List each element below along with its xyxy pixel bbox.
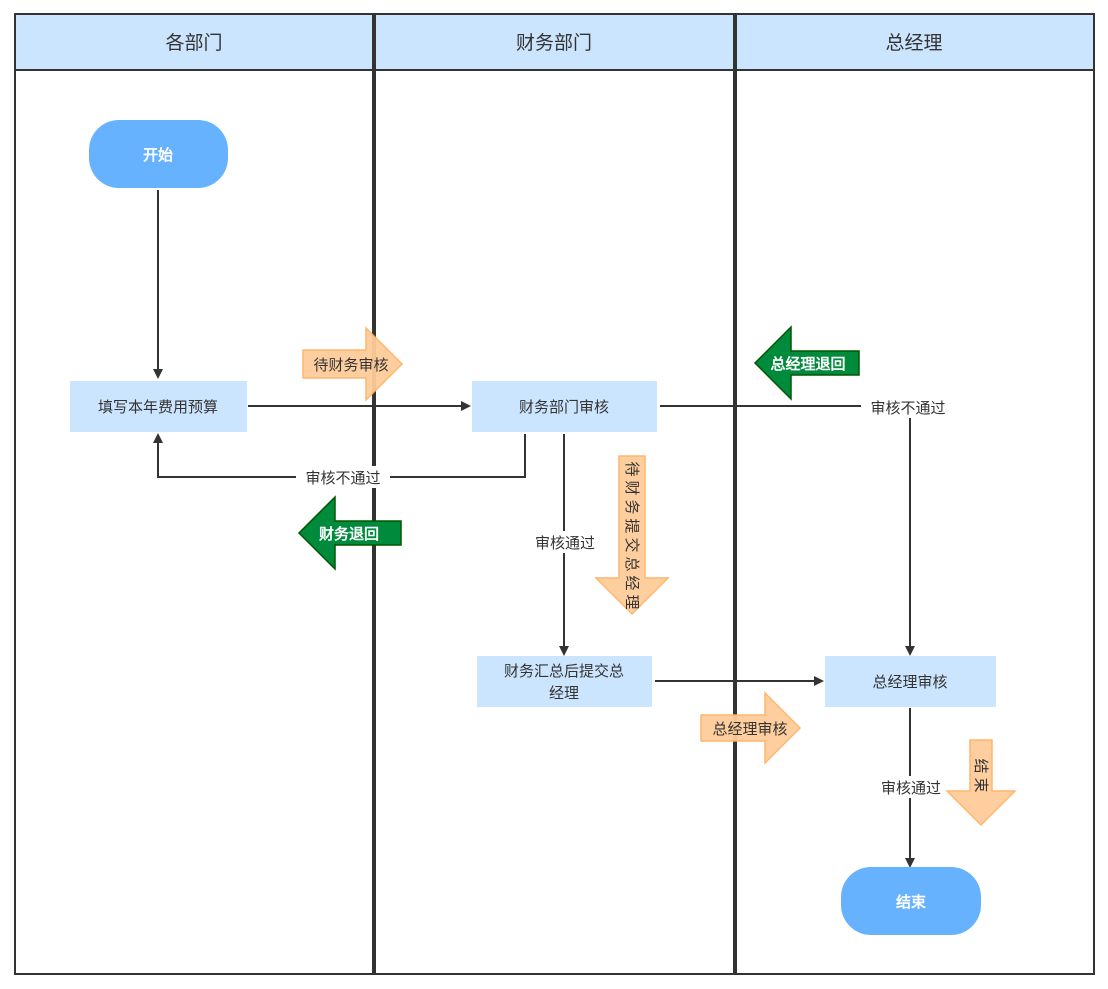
status-arrow-gm-returned: 总经理退回 (753, 325, 860, 401)
node-start-label: 开始 (143, 146, 173, 164)
node-finance-submit-label-line1: 财务汇总后提交总 (504, 662, 624, 680)
node-fill-budget-label: 填写本年费用预算 (98, 398, 218, 416)
status-arrow-pending-finance-submit-gm-char: 提 (623, 518, 641, 533)
lane-title-finance: 财务部门 (516, 32, 592, 54)
status-arrow-finance-returned: 财务退回 (297, 495, 402, 571)
node-finance-review-label: 财务部门审核 (519, 398, 609, 416)
edge-label-gm-reject: 审核不通过 (870, 399, 945, 417)
status-arrow-pending-finance-submit-gm-char: 交 (623, 537, 641, 552)
node-finance-review[interactable] (472, 381, 657, 432)
status-arrow-pending-finance-submit-gm-char: 理 (623, 594, 641, 609)
lane-header-departments (14, 13, 375, 71)
lane-title-departments: 各部门 (165, 32, 222, 54)
node-gm-review[interactable] (825, 656, 996, 707)
svg-text:总经理退回: 总经理退回 (770, 355, 845, 373)
status-arrow-pending-finance-submit-gm-char: 经 (623, 575, 641, 590)
edge-label-finance-reject: 审核不通过 (305, 469, 380, 487)
edge-label-gm-pass: 审核通过 (881, 779, 941, 797)
status-arrow-pending-finance-submit-gm-char: 财 (623, 480, 641, 495)
lane-body-gm (734, 69, 1095, 975)
edge-label-finance-pass: 审核通过 (535, 534, 595, 552)
lane-body-finance (373, 69, 736, 975)
node-end[interactable] (841, 867, 981, 935)
lane-header-gm (734, 13, 1095, 71)
status-arrow-finished-char: 结 (972, 758, 990, 773)
svg-text:总经理审核: 总经理审核 (712, 720, 787, 738)
node-finance-submit[interactable] (477, 656, 652, 707)
node-end-label: 结束 (896, 893, 927, 911)
node-fill-budget[interactable] (70, 381, 247, 432)
node-gm-review-label: 总经理审核 (872, 673, 947, 691)
lane-header-finance (373, 13, 736, 71)
status-arrow-finished: 结束 (945, 739, 1017, 827)
node-start[interactable] (89, 120, 228, 188)
svg-text:财务退回: 财务退回 (319, 525, 379, 543)
status-arrow-gm-reviewing: 总经理审核 (700, 691, 802, 765)
lane-title-gm: 总经理 (885, 32, 942, 54)
svg-text:待财务审核: 待财务审核 (313, 356, 388, 374)
status-arrow-pending-finance-review: 待财务审核 (302, 326, 404, 402)
status-arrow-pending-finance-submit-gm-char: 待 (623, 461, 641, 476)
status-arrow-finished-char: 束 (972, 777, 990, 792)
status-arrow-pending-finance-submit-gm-char: 总 (623, 556, 641, 571)
node-finance-submit-label-line2: 经理 (549, 684, 579, 702)
status-arrow-pending-finance-submit-gm-char: 务 (623, 499, 641, 514)
